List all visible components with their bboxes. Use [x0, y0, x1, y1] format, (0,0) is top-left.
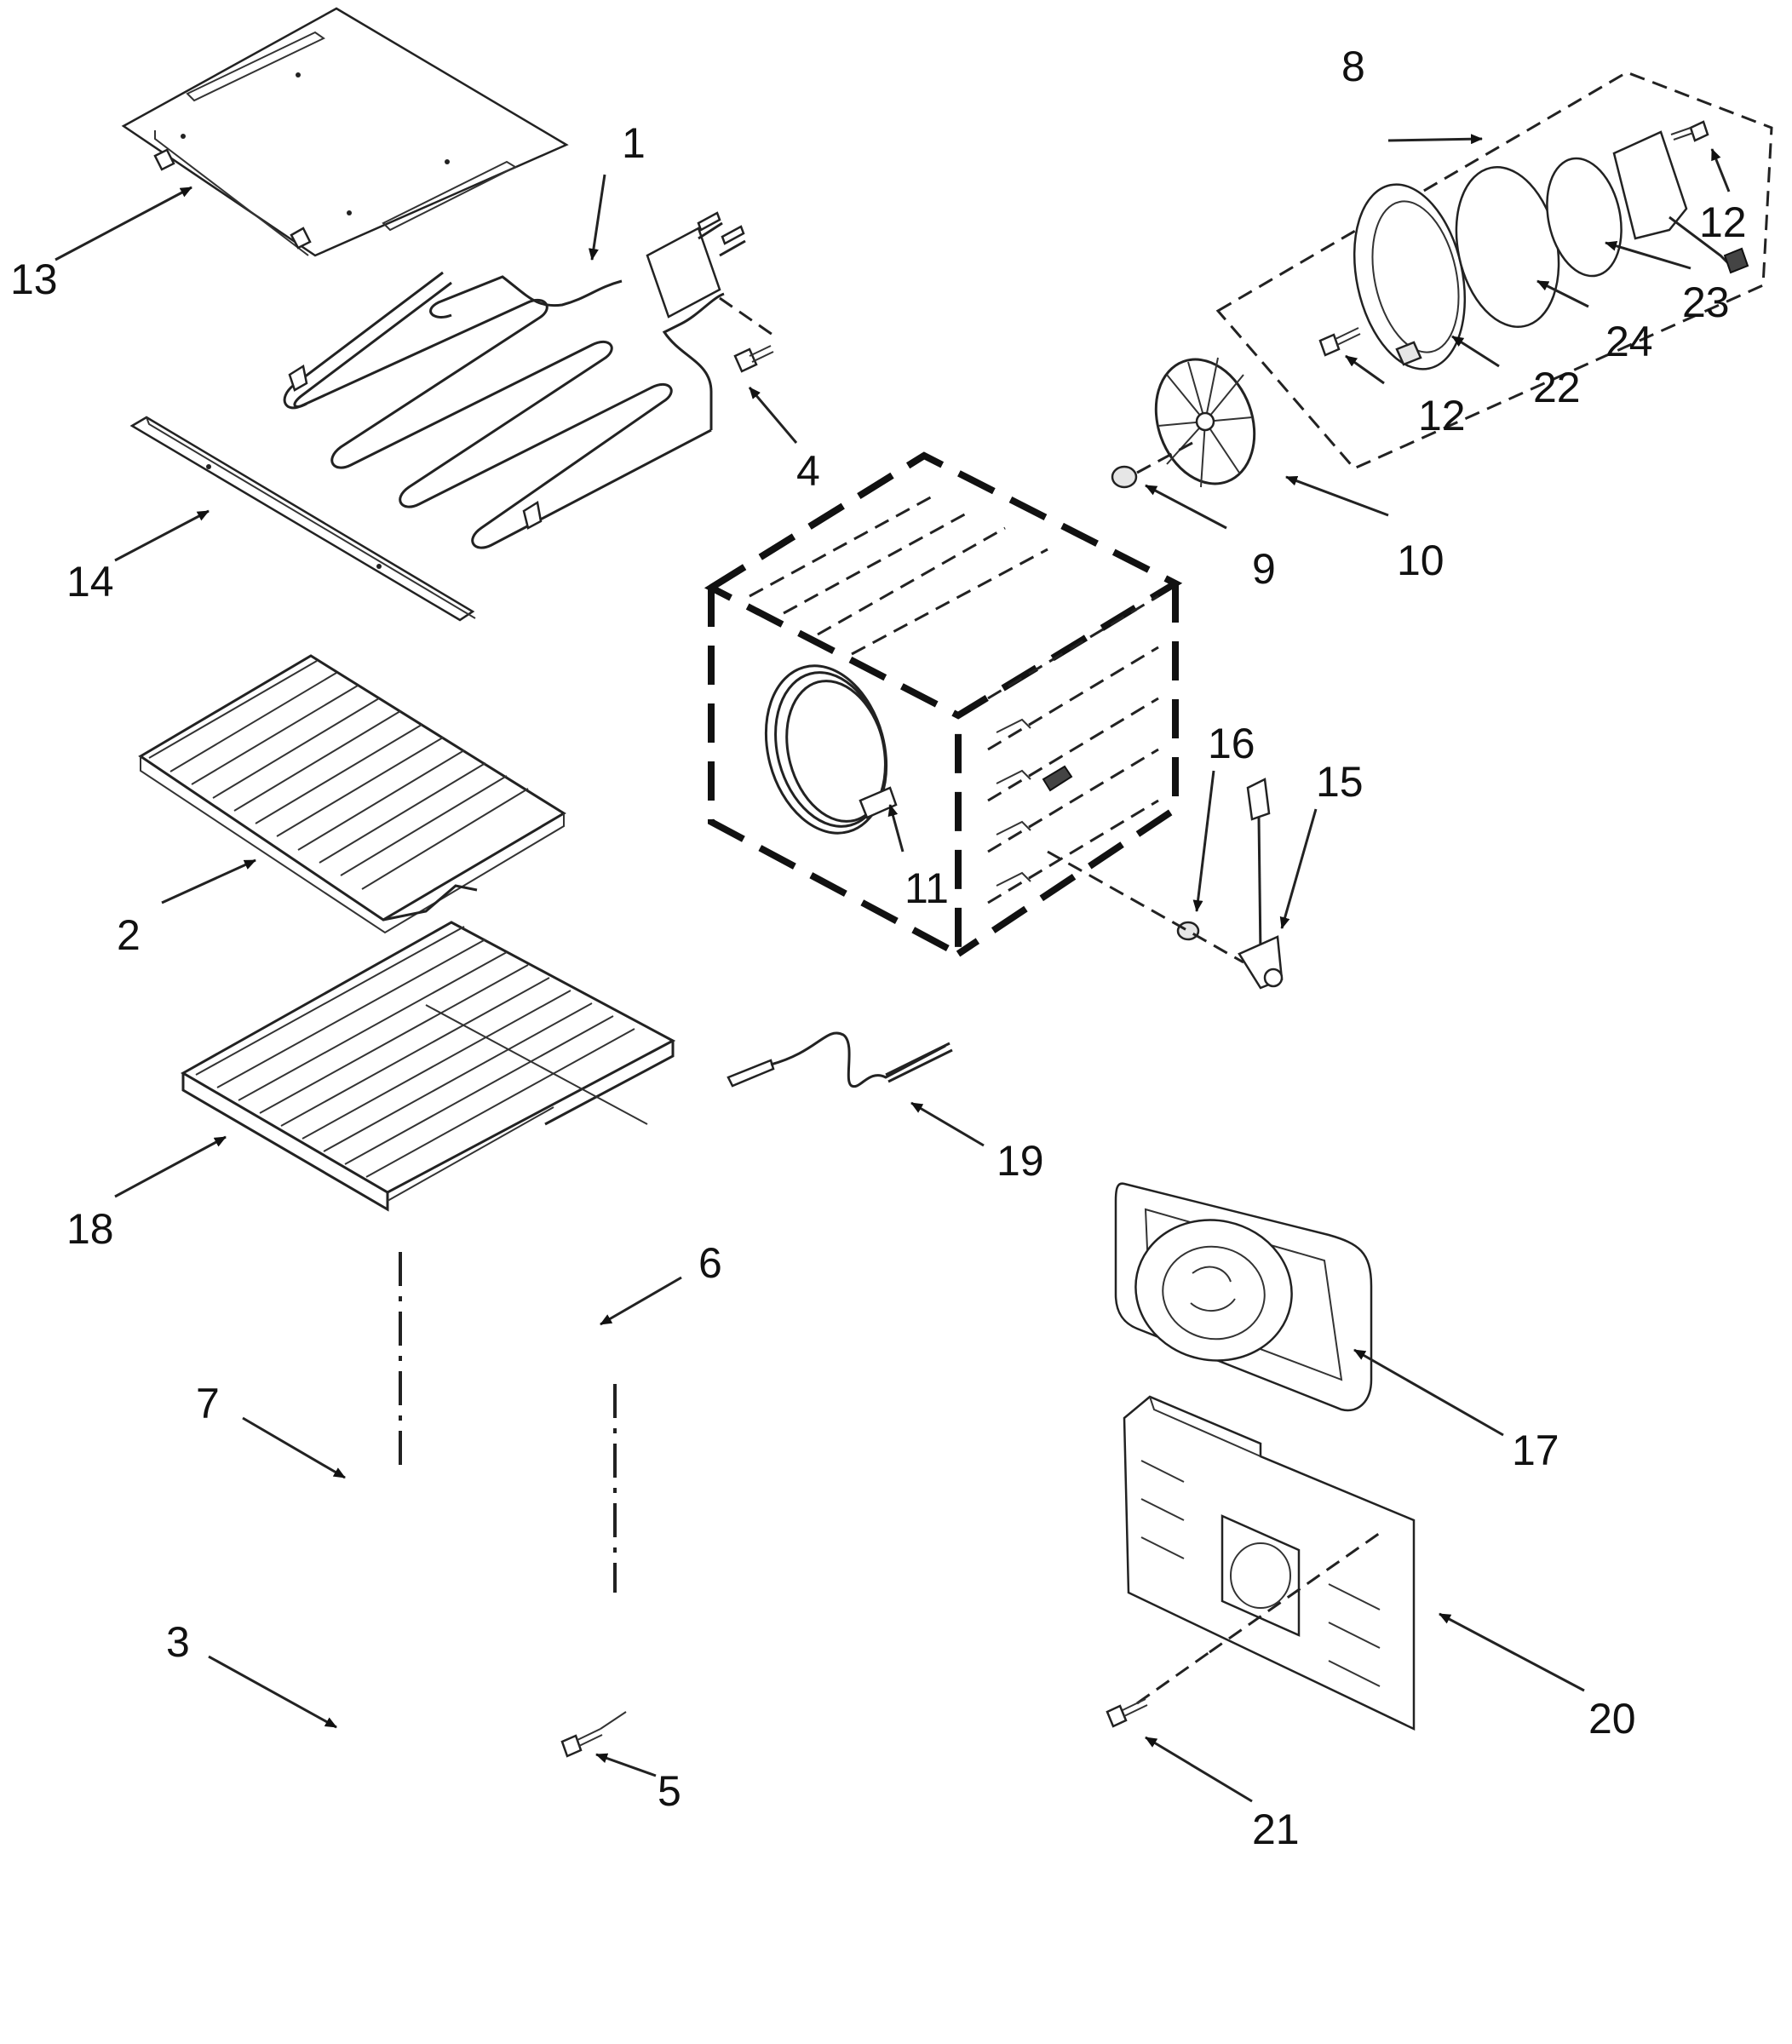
leader-arrows: [55, 134, 1731, 1803]
label-2: 2: [117, 911, 141, 959]
part-17-fan-cover: [1114, 1182, 1373, 1412]
label-14: 14: [66, 558, 114, 606]
label-11: 11: [905, 864, 949, 912]
part-1-broil-element: [283, 211, 776, 549]
part-10-fan-blade: [1154, 357, 1256, 488]
label-12-upper: 12: [1699, 198, 1747, 246]
label-9: 9: [1252, 545, 1276, 593]
label-4: 4: [796, 447, 820, 495]
label-16: 16: [1208, 720, 1255, 767]
label-18: 18: [66, 1205, 114, 1253]
label-10: 10: [1397, 537, 1445, 584]
part-21-screw: [1106, 1698, 1148, 1728]
part-18-roller-rack: [180, 921, 676, 1212]
part-15-sensor: [1047, 778, 1284, 990]
label-7: 7: [196, 1380, 220, 1427]
label-19: 19: [997, 1137, 1044, 1185]
callout-labels: 1 2 3 4 5 6 7 8 9 10 11 12 12 13 14 15 1…: [10, 43, 1747, 1853]
label-23: 23: [1682, 278, 1730, 326]
label-21: 21: [1252, 1806, 1300, 1853]
label-12-lower: 12: [1418, 392, 1466, 439]
label-17: 17: [1512, 1427, 1559, 1474]
part-14-bracket: [129, 416, 476, 622]
oven-cavity: [704, 451, 1183, 960]
label-3: 3: [166, 1618, 190, 1666]
part-5-screw: [560, 1711, 627, 1758]
label-1: 1: [622, 119, 646, 167]
part-4-screw: [733, 345, 774, 373]
label-22: 22: [1533, 364, 1581, 411]
label-13: 13: [10, 256, 58, 303]
label-15: 15: [1316, 758, 1364, 806]
part-16-nut: [1176, 921, 1200, 941]
part-13-top-panel: [121, 7, 569, 257]
label-5: 5: [658, 1767, 681, 1815]
part-20-rear-panel: [1123, 1395, 1416, 1731]
part-9-nut: [1111, 441, 1193, 489]
label-6: 6: [698, 1239, 722, 1287]
part-11-convection-element: [764, 664, 898, 835]
part-8-fan-motor-assembly: [1215, 71, 1773, 470]
label-8: 8: [1341, 43, 1365, 90]
label-20: 20: [1588, 1695, 1636, 1743]
label-24: 24: [1605, 318, 1653, 365]
part-2-oven-rack: [138, 654, 566, 934]
part-19-meat-probe: [727, 1031, 953, 1088]
